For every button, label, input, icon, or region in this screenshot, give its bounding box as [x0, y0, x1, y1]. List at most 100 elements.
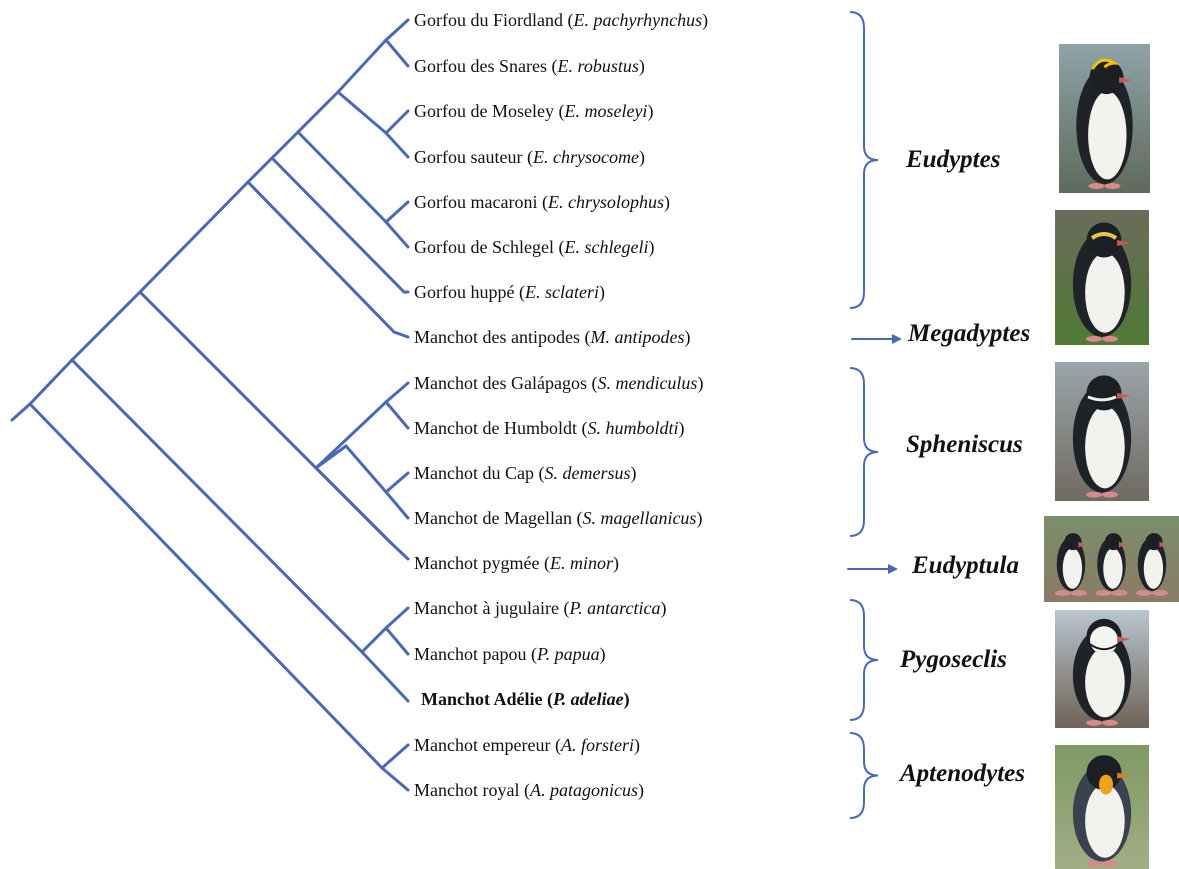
branch-megadyptes-eudyptes: [138, 180, 250, 294]
species-scientific-name: A. forsteri: [560, 735, 634, 755]
species-label: Manchot de Magellan (S. magellanicus): [414, 508, 703, 528]
yellow-eyed-penguin-photo: [1055, 210, 1149, 345]
branch-pygoscelis-clade: [70, 358, 364, 654]
tip-branch-17: [380, 766, 410, 792]
species-common-name: Manchot du Cap: [414, 463, 534, 483]
species-common-name: Manchot à jugulaire: [414, 598, 559, 618]
genus-brace-pygoseclis: [849, 599, 879, 721]
genus-label: Eudyptula: [912, 552, 1019, 579]
tip-branch-0: [384, 18, 410, 42]
tip-branch-9: [384, 400, 410, 430]
species-label: Manchot royal (A. patagonicus): [414, 780, 644, 800]
species-label: Gorfou du Fiordland (E. pachyrhynchus): [414, 10, 709, 30]
species-label: Manchot Adélie (P. adeliae): [421, 689, 630, 709]
species-label: Manchot à jugulaire (P. antarctica): [414, 598, 667, 618]
species-scientific-name: S. magellanicus: [582, 508, 697, 528]
branch-eudyptes-stem: [246, 156, 274, 184]
species-scientific-name: P. papua: [536, 644, 600, 664]
species-common-name: Gorfou de Moseley: [414, 101, 554, 121]
branch-eudyptes-a: [270, 130, 300, 160]
genus-brace-spheniscus: [849, 367, 879, 537]
tip-branch-4: [384, 200, 410, 224]
tip-branch-13: [384, 606, 410, 630]
king-penguin-photo: [1055, 745, 1149, 869]
branch-aptenodytes-clade: [28, 402, 384, 770]
species-common-name: Gorfou du Fiordland: [414, 10, 563, 30]
species-label: Manchot de Humboldt (S. humboldti): [414, 418, 685, 438]
species-scientific-name: P. antarctica: [569, 598, 661, 618]
tip-branch-5: [384, 220, 410, 249]
species-scientific-name: S. demersus: [544, 463, 631, 483]
chinstrap-penguin-photo: [1055, 610, 1149, 728]
species-scientific-name: E. chrysocome: [532, 147, 639, 167]
branch-galapagos-humboldt: [314, 400, 388, 470]
species-label: Gorfou des Snares (E. robustus): [414, 56, 645, 76]
species-common-name: Manchot papou: [414, 644, 527, 664]
species-label: Manchot empereur (A. forsteri): [414, 735, 640, 755]
tip-branch-15: [360, 650, 410, 703]
species-common-name: Manchot empereur: [414, 735, 551, 755]
species-label: Gorfou de Moseley (E. moseleyi): [414, 101, 654, 121]
genus-label: Aptenodytes: [900, 760, 1025, 787]
branch-megadyptes: [246, 180, 396, 334]
species-common-name: Manchot royal: [414, 780, 520, 800]
genus-arrow-eudyptula-head: [888, 564, 898, 574]
species-common-name: Gorfou huppé: [414, 282, 515, 302]
genus-brace-eudyptes: [849, 11, 879, 309]
genus-label: Spheniscus: [906, 431, 1023, 458]
genus-arrow-megadyptes-head: [892, 334, 902, 344]
species-scientific-name: E. minor: [549, 553, 613, 573]
species-label: Manchot des Galápagos (S. mendiculus): [414, 373, 704, 393]
branch-upper: [70, 290, 142, 362]
root-stem: [10, 402, 32, 422]
species-label: Gorfou macaroni (E. chrysolophus): [414, 192, 670, 212]
branch-macaroni-schlegel: [296, 130, 388, 224]
species-label: Manchot des antipodes (M. antipodes): [414, 327, 691, 347]
branch-eudyptes-b: [296, 90, 340, 134]
species-label: Manchot papou (P. papua): [414, 644, 606, 664]
species-scientific-name: E. schlegeli: [564, 237, 649, 257]
branch-fiordland-snares: [336, 38, 388, 94]
branch-moseley-sauteur: [336, 90, 388, 135]
tip-branch-12: [388, 540, 410, 561]
tip-branch-10: [384, 471, 410, 494]
species-label: Manchot pygmée (E. minor): [414, 553, 619, 573]
tip-branch-16: [380, 743, 410, 770]
tip-branch-7: [392, 330, 410, 339]
species-scientific-name: E. sclateri: [524, 282, 599, 302]
species-common-name: Manchot des Galápagos: [414, 373, 587, 393]
tip-branch-14: [384, 626, 410, 656]
species-scientific-name: E. robustus: [557, 56, 639, 76]
species-common-name: Gorfou sauteur: [414, 147, 523, 167]
branch-cap-magellan: [314, 444, 348, 470]
branch-main: [28, 358, 74, 406]
species-common-name: Manchot des antipodes: [414, 327, 580, 347]
species-common-name: Gorfou macaroni: [414, 192, 538, 212]
rockhopper-penguin-photo: [1059, 44, 1150, 193]
species-common-name: Manchot de Magellan: [414, 508, 572, 528]
species-scientific-name: M. antipodes: [590, 327, 685, 347]
little-penguins-photo: [1044, 516, 1179, 602]
branch-cap-magellan-node: [344, 444, 388, 494]
tip-branch-8: [384, 381, 410, 404]
genus-label: Megadyptes: [908, 320, 1031, 347]
genus-label: Eudyptes: [906, 146, 1001, 173]
species-label: Gorfou de Schlegel (E. schlegeli): [414, 237, 655, 257]
tip-branch-11: [384, 490, 410, 520]
species-scientific-name: P. adeliae: [553, 689, 624, 709]
species-common-name: Manchot de Humboldt: [414, 418, 577, 438]
genus-label: Pygoseclis: [900, 646, 1007, 673]
species-scientific-name: E. moseleyi: [564, 101, 648, 121]
species-label: Manchot du Cap (S. demersus): [414, 463, 637, 483]
species-label: Gorfou huppé (E. sclateri): [414, 282, 605, 302]
branch-pygoscelis-node: [360, 626, 388, 654]
species-common-name: Manchot pygmée: [414, 553, 540, 573]
tip-branch-2: [384, 109, 410, 135]
species-scientific-name: A. patagonicus: [529, 780, 638, 800]
african-penguin-photo: [1055, 362, 1149, 501]
tip-branch-3: [384, 131, 410, 159]
species-common-name: Gorfou de Schlegel: [414, 237, 554, 257]
species-scientific-name: S. mendiculus: [597, 373, 698, 393]
